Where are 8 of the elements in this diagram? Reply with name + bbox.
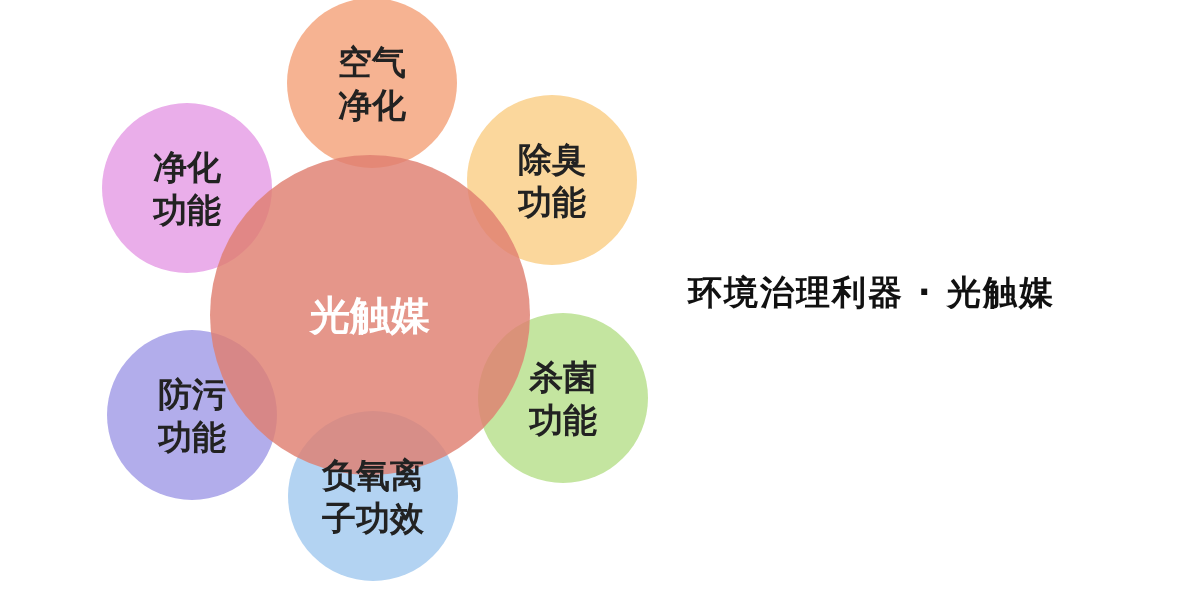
circle-label: 光触媒 [308, 291, 431, 340]
title: 环境治理利器 · 光触媒 [688, 271, 1055, 314]
circle-label: 杀菌功能 [528, 355, 598, 441]
circle-label: 防污功能 [157, 372, 227, 458]
circle-label: 除臭功能 [517, 137, 587, 223]
circle-label: 空气净化 [337, 40, 407, 126]
circle-label: 净化功能 [152, 145, 222, 231]
circle-label: 负氧离子功效 [321, 453, 425, 539]
